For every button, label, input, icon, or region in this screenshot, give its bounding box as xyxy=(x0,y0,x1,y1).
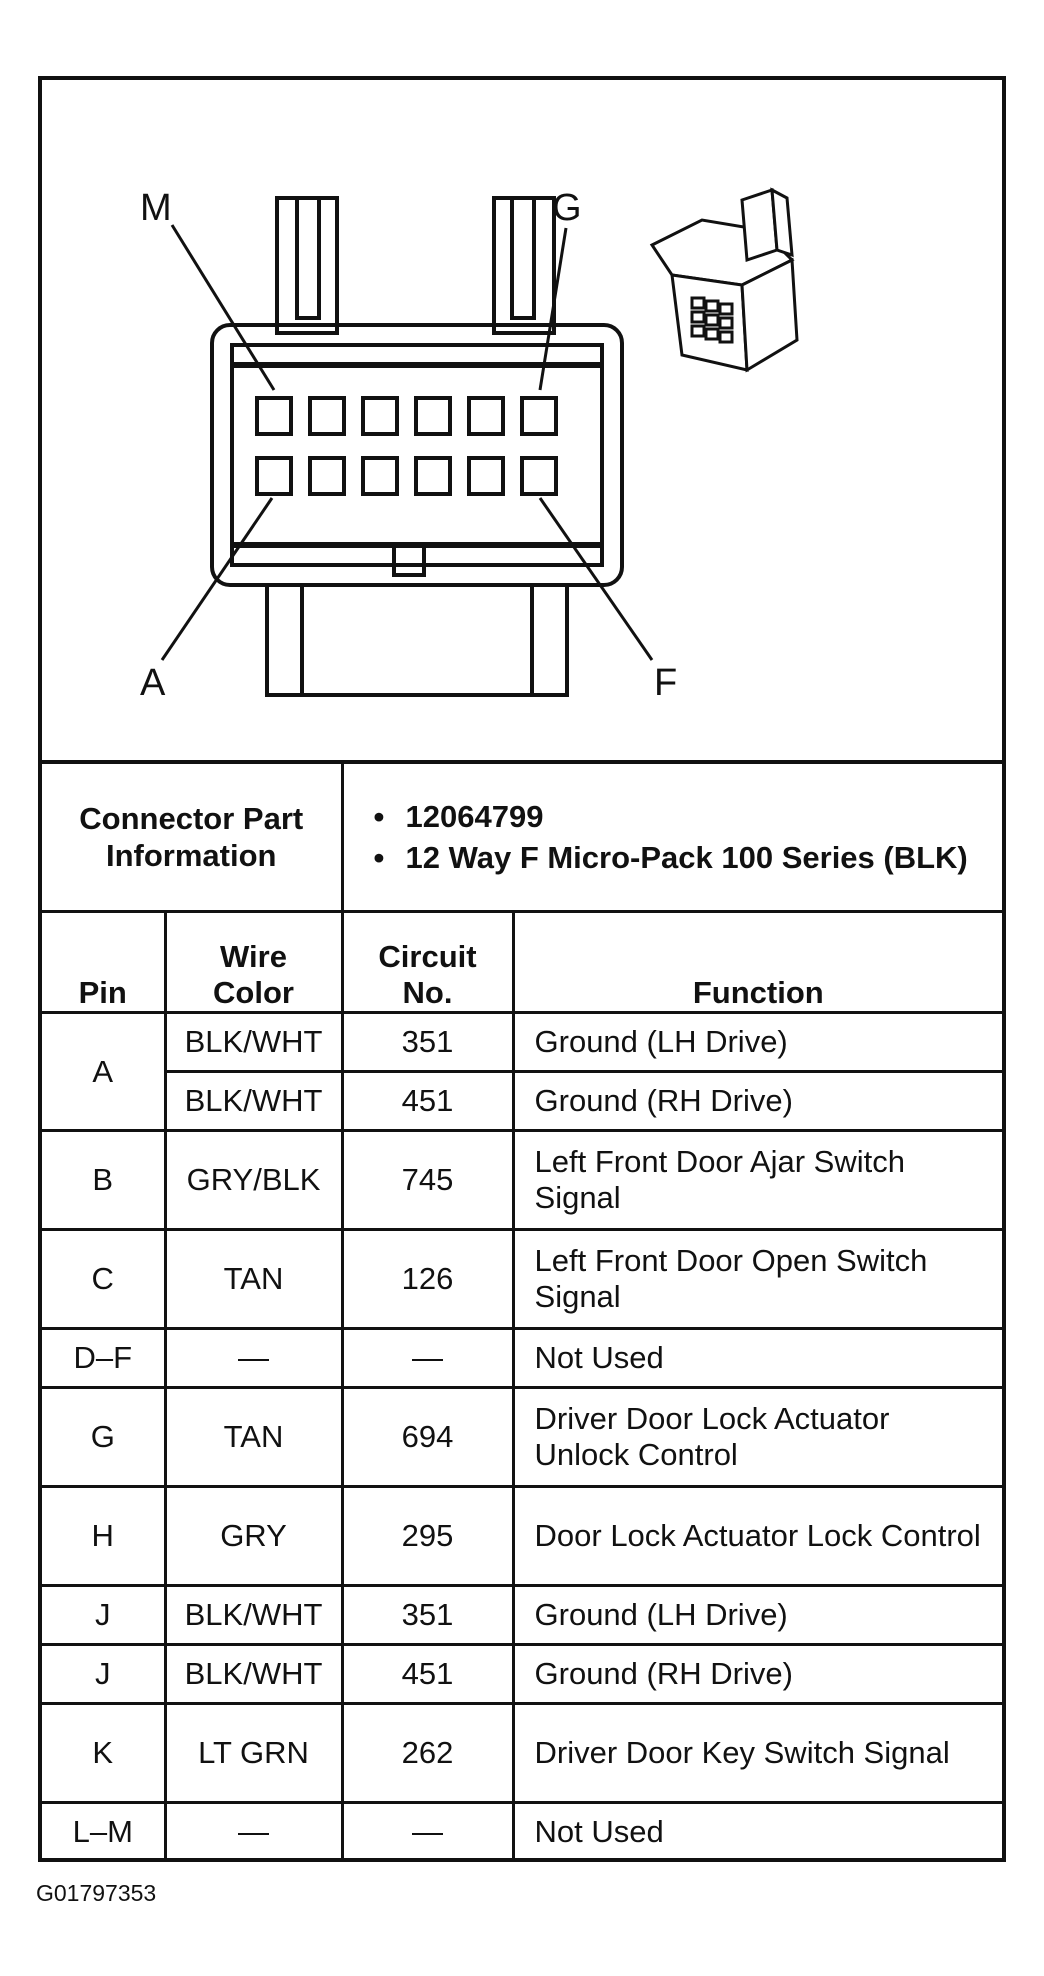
wire-color-cell: — xyxy=(163,1327,344,1389)
wire-color-cell: BLK/WHT xyxy=(165,1070,344,1132)
function-cell: Driver Door Lock Actuator Unlock Control xyxy=(511,1386,1003,1488)
circuit-cell: 351 xyxy=(340,1011,515,1073)
connector-part-header: Connector Part Information xyxy=(42,760,344,913)
function-cell: Driver Door Key Switch Signal xyxy=(511,1702,1003,1804)
figure-id-caption: G01797353 xyxy=(36,1880,157,1906)
table-row: D–F — — Not Used xyxy=(42,1327,1003,1389)
table-row: BLK/WHT 451 Ground (RH Drive) xyxy=(42,1070,1003,1132)
connector-lower-shroud xyxy=(265,583,569,697)
table-row: G TAN 694 Driver Door Lock Actuator Unlo… xyxy=(42,1386,1003,1488)
wire-color-cell: GRY/BLK xyxy=(163,1129,344,1231)
circuit-cell: 126 xyxy=(340,1228,515,1330)
bullet-icon: • xyxy=(373,799,385,834)
circuit-cell: — xyxy=(340,1801,515,1860)
pin-cell: J xyxy=(42,1584,167,1646)
connector-type-item: •12 Way F Micro-Pack 100 Series (BLK) xyxy=(373,840,968,875)
pin-cell: B xyxy=(42,1129,167,1231)
circuit-cell: 694 xyxy=(340,1386,515,1488)
pin-cell: C xyxy=(42,1228,167,1330)
leader-line-g xyxy=(538,227,568,391)
wire-color-cell: BLK/WHT xyxy=(163,1584,344,1646)
function-cell: Ground (RH Drive) xyxy=(511,1643,1003,1705)
table-row: C TAN 126 Left Front Door Open Switch Si… xyxy=(42,1228,1003,1330)
pin-label-m: M xyxy=(140,187,172,229)
pinout-table: Connector Part Information •12064799 •12… xyxy=(42,760,1003,1860)
table-row: J BLK/WHT 451 Ground (RH Drive) xyxy=(42,1643,1003,1705)
pin-label-g: G xyxy=(552,187,582,229)
circuit-cell: 262 xyxy=(340,1702,515,1804)
function-cell: Not Used xyxy=(511,1327,1003,1389)
pin-cell: J xyxy=(42,1643,167,1705)
pin-cell: G xyxy=(42,1386,167,1488)
pin-cell: D–F xyxy=(42,1327,167,1389)
pin-cell: A xyxy=(42,1011,167,1132)
function-cell: Left Front Door Open Switch Signal xyxy=(511,1228,1003,1330)
connector-face-diagram: M G A F xyxy=(140,187,799,704)
wire-color-cell: TAN xyxy=(163,1228,344,1330)
table-row: L–M — — Not Used xyxy=(42,1801,1003,1860)
leader-line-m xyxy=(170,224,276,391)
circuit-cell: 451 xyxy=(340,1070,515,1132)
table-row: K LT GRN 262 Driver Door Key Switch Sign… xyxy=(42,1702,1003,1804)
pin-label-f: F xyxy=(654,662,677,704)
wire-color-cell: TAN xyxy=(163,1386,344,1488)
circuit-cell: 295 xyxy=(340,1485,515,1587)
col-header-circuit-no: Circuit No. xyxy=(340,910,515,1014)
connector-drawing: M G A F xyxy=(42,80,1002,760)
latch-right xyxy=(492,196,556,335)
table-row: A BLK/WHT 351 Ground (LH Drive) xyxy=(42,1011,1003,1132)
pin-cell: K xyxy=(42,1702,167,1804)
function-cell: Ground (LH Drive) xyxy=(511,1584,1003,1646)
wire-color-cell: BLK/WHT xyxy=(163,1643,344,1705)
wire-color-cell: GRY xyxy=(163,1485,344,1587)
connector-part-details: •12064799 •12 Way F Micro-Pack 100 Serie… xyxy=(340,760,1003,913)
table-header-row: Pin Wire Color Circuit No. Function xyxy=(42,910,1003,1014)
table-row: B GRY/BLK 745 Left Front Door Ajar Switc… xyxy=(42,1129,1003,1231)
wire-color-cell: LT GRN xyxy=(163,1702,344,1804)
table-row: J BLK/WHT 351 Ground (LH Drive) xyxy=(42,1584,1003,1646)
connector-frame: M G A F Connector Part Informa xyxy=(38,76,1006,1862)
function-cell: Left Front Door Ajar Switch Signal xyxy=(511,1129,1003,1231)
col-header-function: Function xyxy=(511,910,1003,1014)
latch-left xyxy=(275,196,339,335)
pin-label-a: A xyxy=(140,662,166,704)
part-number-item: •12064799 xyxy=(373,799,544,834)
connector-face xyxy=(160,196,654,697)
function-cell: Ground (LH Drive) xyxy=(511,1011,1003,1073)
leader-line-a xyxy=(160,497,274,661)
circuit-cell: 451 xyxy=(340,1643,515,1705)
function-cell: Door Lock Actuator Lock Control xyxy=(511,1485,1003,1587)
leader-line-f xyxy=(538,497,654,661)
bullet-icon: • xyxy=(373,840,385,875)
circuit-cell: — xyxy=(340,1327,515,1389)
connector-iso-view xyxy=(649,187,799,373)
circuit-cell: 351 xyxy=(340,1584,515,1646)
col-header-wire-color: Wire Color xyxy=(163,910,344,1014)
function-cell: Not Used xyxy=(511,1801,1003,1860)
circuit-cell: 745 xyxy=(340,1129,515,1231)
pin-cell: L–M xyxy=(42,1801,167,1860)
wire-color-cell: BLK/WHT xyxy=(163,1011,344,1073)
function-cell: Ground (RH Drive) xyxy=(511,1070,1003,1132)
col-header-pin: Pin xyxy=(42,910,167,1014)
table-row: H GRY 295 Door Lock Actuator Lock Contro… xyxy=(42,1485,1003,1587)
wire-color-cell: — xyxy=(163,1801,344,1860)
pin-cell: H xyxy=(42,1485,167,1587)
